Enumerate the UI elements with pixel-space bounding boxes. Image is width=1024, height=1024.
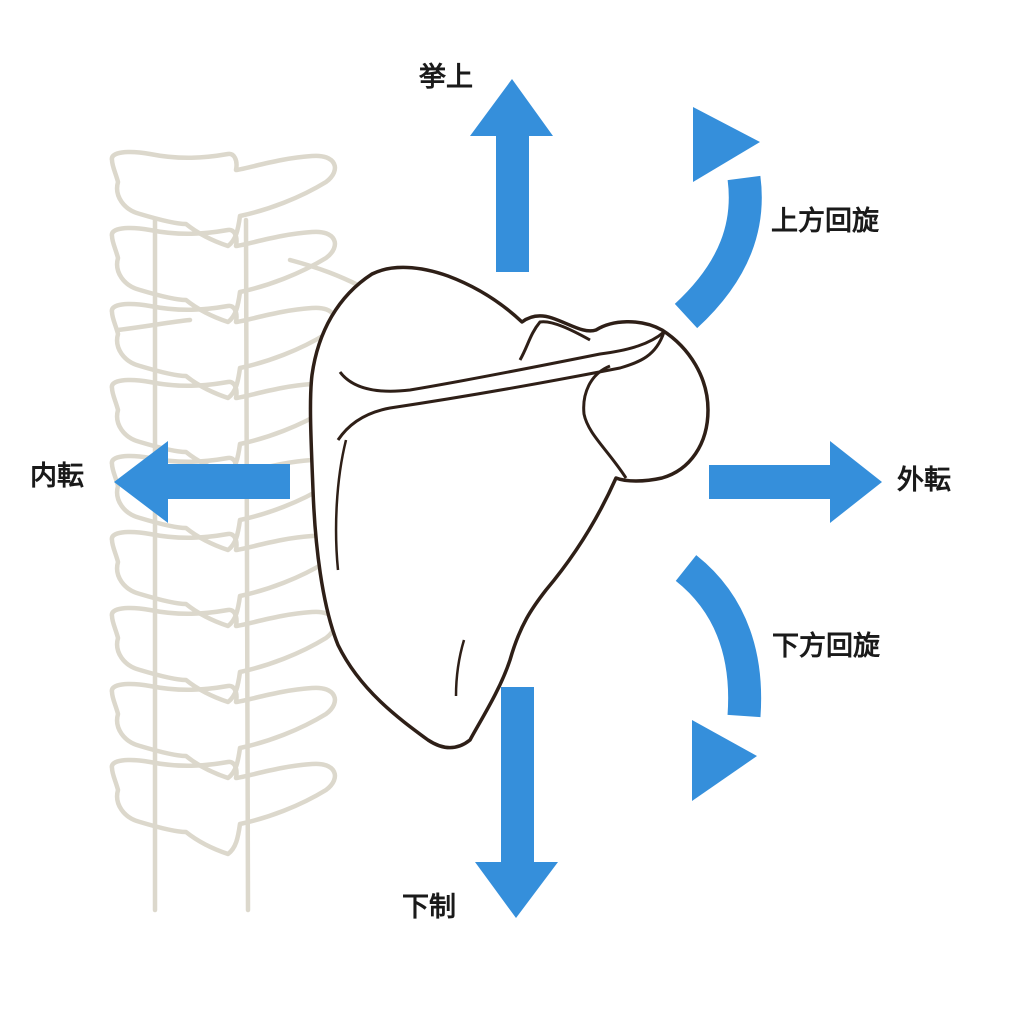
scapula-outline xyxy=(308,265,710,750)
spine-illustration xyxy=(112,149,363,913)
upward-rotation-label: 上方回旋 xyxy=(771,206,879,237)
elevation-label: 挙上 xyxy=(419,62,473,93)
scapula-illustration xyxy=(308,265,710,750)
upward-rotation-arrow xyxy=(674,107,762,329)
scapular-spine xyxy=(338,330,665,393)
elevation-arrow xyxy=(470,79,553,272)
protraction-label: 外転 xyxy=(897,465,951,496)
depression-label: 下制 xyxy=(402,892,456,923)
downward-rotation-arrow xyxy=(675,555,762,801)
glenoid-rim xyxy=(582,364,628,479)
acromion-notch xyxy=(518,320,591,361)
protraction-arrow xyxy=(709,441,882,523)
depression-arrow xyxy=(475,687,558,918)
retraction-label: 内転 xyxy=(30,461,84,492)
retraction-arrow xyxy=(114,441,290,523)
downward-rotation-label: 下方回旋 xyxy=(772,631,880,662)
